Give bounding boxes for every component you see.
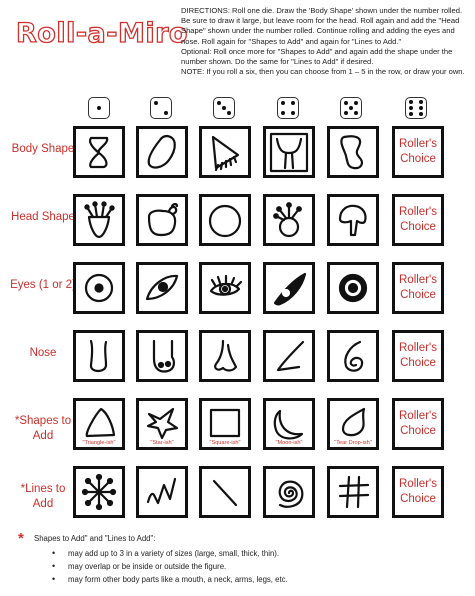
grid-cell — [327, 126, 379, 178]
grid-cell — [136, 194, 188, 246]
grid-cell — [73, 262, 125, 314]
grid-cell — [327, 194, 379, 246]
grid-cell — [263, 330, 315, 382]
bullet-dot: • — [52, 574, 56, 584]
mushroom-head-icon — [338, 204, 367, 237]
die-2-icon — [150, 97, 172, 119]
notes-heading: Shapes to Add" and "Lines to Add": — [34, 534, 156, 543]
hook-nose-icon — [276, 340, 305, 372]
row-label: Nose — [29, 347, 57, 359]
rollers-choice-cell: Roller's Choice — [392, 466, 444, 518]
grid-cell — [263, 126, 315, 178]
leaf-eye-icon — [145, 274, 179, 301]
grid-cell — [136, 126, 188, 178]
oval-blob-body-icon — [147, 134, 176, 169]
grid-cell — [73, 194, 125, 246]
grid-cell — [263, 262, 315, 314]
die-5-icon — [340, 97, 362, 119]
grid-cell: "Star-ish" — [136, 398, 188, 450]
figure-eight-body-icon — [89, 136, 109, 169]
triangle-shape-icon — [85, 407, 116, 438]
grid-cell — [199, 126, 251, 178]
grid-cell — [263, 466, 315, 518]
grid-cell — [136, 330, 188, 382]
grid-cell — [73, 126, 125, 178]
grid-cell: "Triangle-ish" — [73, 398, 125, 450]
asterisk-line-icon — [81, 473, 117, 511]
grid-cell — [327, 262, 379, 314]
die-4-icon — [277, 97, 299, 119]
spiral-line-icon — [278, 480, 304, 508]
horned-box-body-icon — [269, 132, 309, 173]
note-text: may add up to 3 in a variety of sizes (l… — [68, 549, 280, 558]
square-shape-icon — [209, 408, 241, 438]
grid-cell — [73, 330, 125, 382]
note-text: may form other body parts like a mouth, … — [68, 575, 288, 584]
shape-caption: "Square-ish" — [209, 440, 241, 446]
rollers-choice-cell: Roller's Choice — [392, 262, 444, 314]
grid-cell — [73, 466, 125, 518]
row-label: Eyes (1 or 2) — [10, 279, 76, 291]
peanut-body-icon — [340, 135, 363, 170]
grid-cell: "Square-ish" — [199, 398, 251, 450]
grid-cell — [199, 466, 251, 518]
row-label: *Lines to Add — [20, 483, 66, 510]
directions-paragraph: DIRECTIONS: Roll one die. Draw the 'Body… — [181, 6, 463, 46]
grid-cell — [327, 330, 379, 382]
grid-cell — [136, 466, 188, 518]
note-text: may overlap or be inside or outside the … — [68, 562, 227, 571]
antenna-teardrop-head-icon — [84, 201, 115, 239]
moon-shape-icon — [273, 409, 304, 440]
zigzag-line-icon — [146, 477, 177, 505]
grid-cell — [199, 262, 251, 314]
grid-cell — [327, 466, 379, 518]
profile-nose-icon — [214, 339, 238, 372]
bullet-dot: • — [52, 561, 56, 571]
shape-caption: "Star-ish" — [150, 440, 174, 446]
shape-caption: "Moon-ish" — [275, 440, 303, 446]
grid-cell: "Moon-ish" — [263, 398, 315, 450]
star-shape-icon — [146, 407, 179, 440]
optional-paragraph: Optional: Roll once more for "Shapes to … — [181, 46, 453, 67]
teardrop-shape-icon — [341, 407, 366, 437]
rollers-choice-cell: Roller's Choice — [392, 126, 444, 178]
row-label: Head Shape — [11, 211, 75, 223]
grid-cell: "Tear Drop-ish" — [327, 398, 379, 450]
grid-cell — [199, 194, 251, 246]
shape-caption: "Tear Drop-ish" — [334, 440, 372, 446]
row-label: *Shapes to Add — [14, 415, 72, 442]
dot-circle-eye-icon — [84, 273, 114, 303]
bullet-dot: • — [52, 548, 56, 558]
note-paragraph: NOTE: If you roll a six, then you can ch… — [181, 67, 465, 77]
shape-caption: "Triangle-ish" — [82, 440, 116, 446]
fringed-triangle-body-icon — [211, 135, 240, 172]
rollers-choice-cell: Roller's Choice — [392, 398, 444, 450]
eared-square-head-icon — [147, 203, 179, 237]
comet-eye-icon — [273, 272, 307, 306]
circle-head-icon — [208, 204, 242, 238]
page-title: Roll-a-Miro — [15, 17, 188, 49]
grid-cell — [136, 262, 188, 314]
ring-eye-icon — [338, 273, 368, 303]
hash-line-icon — [338, 475, 370, 509]
grid-cell — [199, 330, 251, 382]
asterisk-marker: * — [18, 530, 24, 547]
row-label: Body Shape — [11, 143, 75, 155]
diagonal-line-icon — [212, 479, 238, 507]
rollers-choice-cell: Roller's Choice — [392, 330, 444, 382]
die-3-icon — [213, 97, 235, 119]
snout-nose-icon — [152, 339, 175, 373]
antenna-circle-head-icon — [273, 202, 302, 238]
u-nose-icon — [89, 339, 108, 373]
grid-cell — [263, 194, 315, 246]
dice-row — [0, 97, 475, 123]
rollers-choice-cell: Roller's Choice — [392, 194, 444, 246]
die-1-icon — [88, 97, 110, 119]
curl-nose-icon — [344, 340, 364, 372]
directions-text: DIRECTIONS: Roll one die. Draw the 'Body… — [181, 6, 469, 77]
lashed-eye-icon — [209, 274, 243, 296]
die-6-icon — [405, 97, 427, 119]
